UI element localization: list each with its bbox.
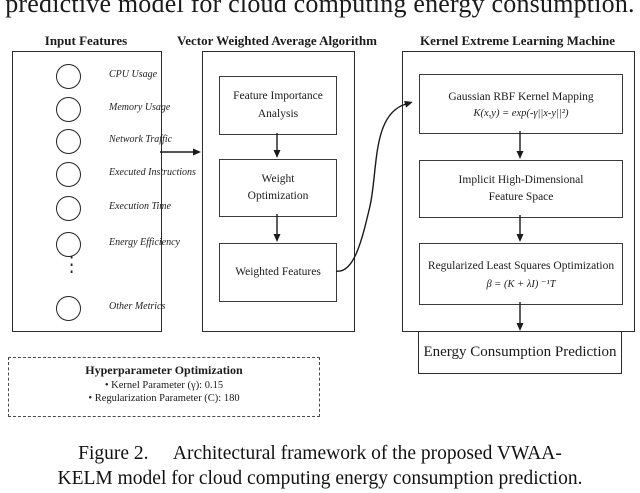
column-header-vwaa: Vector Weighted Average Algorithm xyxy=(177,33,377,48)
box-weighted-features: Weighted Features xyxy=(219,243,337,302)
vwaa-panel: Feature Importance Analysis Weight Optim… xyxy=(202,51,355,332)
feature-label: Execution Time xyxy=(109,201,171,212)
box-label: Feature Importance Analysis xyxy=(233,90,323,120)
figure-caption-line2: KELM model for cloud computing energy co… xyxy=(57,467,583,489)
feature-node-icon xyxy=(56,129,81,154)
figure-caption: Figure 2. Architectural framework of the… xyxy=(0,442,640,492)
hyperparameter-item: • Kernel Parameter (γ): 0.15 xyxy=(104,380,224,391)
column-header-input-features: Input Features xyxy=(44,33,128,48)
box-feature-importance-analysis: Feature Importance Analysis xyxy=(219,76,337,135)
feature-label: Energy Efficiency xyxy=(109,237,180,248)
hyperparameter-title: Hyperparameter Optimization xyxy=(85,363,243,377)
feature-label: CPU Usage xyxy=(109,69,158,80)
box-energy-consumption-prediction: Energy Consumption Prediction xyxy=(418,331,622,374)
kernel-formula: K(x,y) = exp(-γ||x-y||²) xyxy=(473,108,569,120)
feature-label: Memory Usage xyxy=(109,102,171,113)
feature-node-icon xyxy=(56,97,81,122)
column-header-kelm: Kernel Extreme Learning Machine xyxy=(419,33,616,48)
box-label: Gaussian RBF Kernel Mapping xyxy=(448,90,594,103)
box-implicit-feature-space: Implicit High-Dimensional Feature Space xyxy=(419,160,623,218)
feature-label: Other Metrics xyxy=(109,301,166,312)
feature-label: Executed Instructions xyxy=(109,167,196,178)
box-label: Regularized Least Squares Optimization xyxy=(427,260,615,273)
kelm-panel: Gaussian RBF Kernel Mapping K(x,y) = exp… xyxy=(402,51,635,332)
hyperparameter-box: Hyperparameter Optimization • Kernel Par… xyxy=(8,357,320,417)
feature-node-icon xyxy=(56,232,81,257)
box-label: Implicit High-Dimensional Feature Space xyxy=(458,173,584,203)
beta-formula: β = (K + λI) ⁻¹T xyxy=(486,278,556,290)
input-features-panel: CPU Usage Memory Usage Network Traffic E… xyxy=(12,51,196,332)
article-text-line: predictive model for cloud computing ene… xyxy=(5,0,635,18)
box-gaussian-rbf-kernel-mapping: Gaussian RBF Kernel Mapping K(x,y) = exp… xyxy=(419,74,623,134)
feature-node-icon xyxy=(56,196,81,221)
figure-caption-line1: Figure 2. Architectural framework of the… xyxy=(78,443,562,464)
feature-node-icon xyxy=(56,162,81,187)
box-label: Weighted Features xyxy=(235,265,321,278)
box-weight-optimization: Weight Optimization xyxy=(219,159,337,217)
box-label: Weight Optimization xyxy=(247,172,309,202)
feature-label: Network Traffic xyxy=(109,134,173,145)
box-regularized-least-squares: Regularized Least Squares Optimization β… xyxy=(419,243,623,305)
feature-node-icon xyxy=(56,296,81,321)
hyperparameter-item: • Regularization Parameter (C): 180 xyxy=(88,393,240,404)
ellipsis-icon: ⋮ xyxy=(63,252,80,277)
feature-node-icon xyxy=(56,64,81,89)
